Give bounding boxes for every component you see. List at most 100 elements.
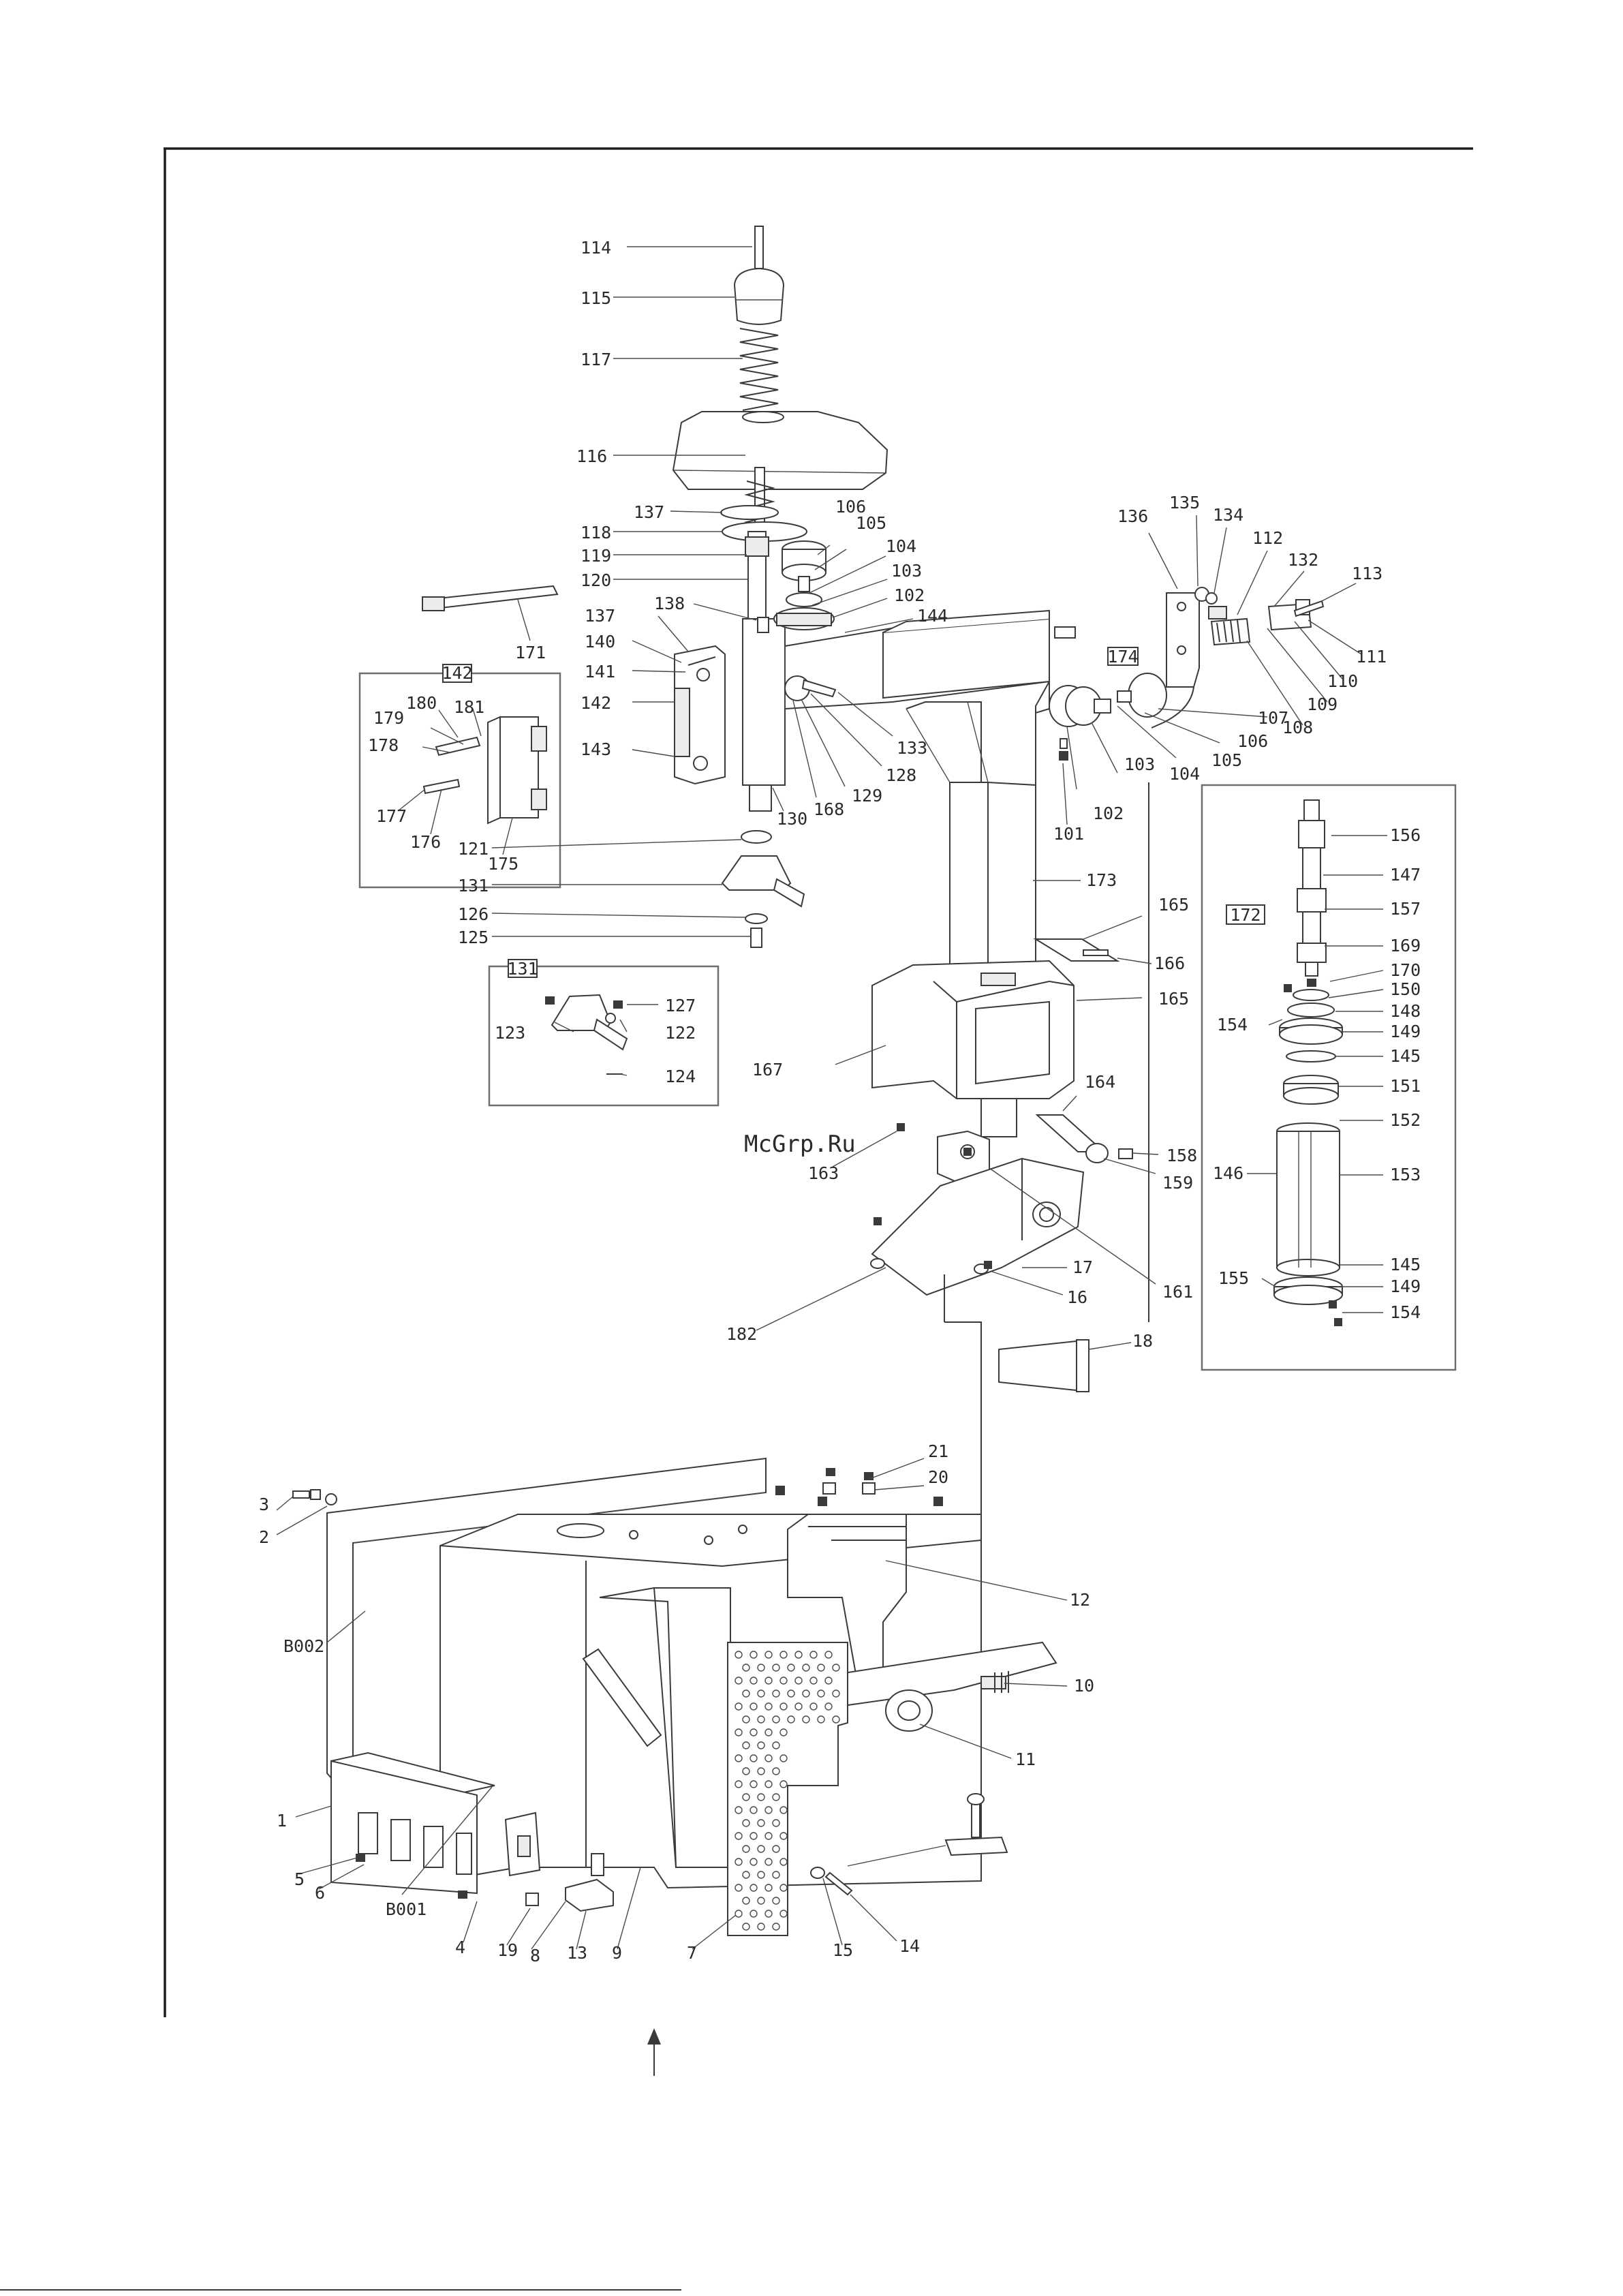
- part-label: 132: [1288, 550, 1318, 570]
- part-label: 9: [612, 1943, 622, 1963]
- subassembly-box-142: 142: [358, 663, 561, 889]
- up-arrow-icon: [647, 2028, 661, 2076]
- head-assembly: [422, 226, 1050, 948]
- part-label: 13: [567, 1943, 587, 1963]
- part-label: 19: [497, 1940, 518, 1960]
- part-label: 134: [1213, 505, 1243, 525]
- part-label: 110: [1327, 671, 1358, 691]
- mid-assembly: [870, 782, 1149, 1527]
- part-label: 108: [1282, 718, 1313, 737]
- part-label: 119: [581, 546, 611, 566]
- part-label: 182: [726, 1324, 757, 1344]
- part-label: 147: [1390, 865, 1421, 885]
- part-label: 131: [458, 876, 489, 896]
- subassembly-box-172: 172: [1201, 784, 1457, 1371]
- part-label: 4: [455, 1938, 465, 1957]
- part-label: 140: [585, 632, 615, 652]
- subassembly-tag-174: 174: [1107, 647, 1138, 667]
- part-label: 102: [1093, 803, 1124, 823]
- part-label: 151: [1390, 1076, 1421, 1096]
- part-label: 163: [808, 1163, 839, 1183]
- part-label: 154: [1217, 1015, 1248, 1035]
- part-label: 122: [665, 1023, 696, 1043]
- part-label: 149: [1390, 1276, 1421, 1296]
- part-label: 176: [410, 832, 441, 852]
- part-label: 6: [315, 1883, 325, 1903]
- part-label: 105: [856, 513, 886, 533]
- part-label: 11: [1015, 1749, 1036, 1769]
- part-label: 130: [777, 809, 807, 829]
- part-label: 2: [259, 1527, 269, 1547]
- part-label: 133: [897, 738, 927, 758]
- part-label: 12: [1070, 1590, 1090, 1610]
- subassembly-tag-131: 131: [507, 959, 538, 979]
- part-label: 113: [1352, 564, 1382, 583]
- subassembly-tag-172: 172: [1230, 905, 1261, 925]
- part-label: 181: [454, 697, 484, 717]
- part-label: 109: [1307, 694, 1338, 714]
- part-label: 146: [1213, 1163, 1243, 1183]
- part-label: 170: [1390, 960, 1421, 980]
- part-label: 125: [458, 928, 489, 947]
- part-label: 107: [1258, 708, 1288, 728]
- part-label: 149: [1390, 1022, 1421, 1041]
- part-label: 129: [852, 786, 882, 806]
- part-label: 135: [1169, 493, 1200, 512]
- part-label: 175: [488, 854, 519, 874]
- part-label: 141: [585, 662, 615, 682]
- part-label: 138: [654, 594, 685, 613]
- part-label: 10: [1074, 1676, 1094, 1696]
- part-label: 121: [458, 839, 489, 859]
- part-label: B001: [386, 1899, 427, 1919]
- part-label: 178: [368, 735, 399, 755]
- part-label: 159: [1162, 1173, 1193, 1193]
- spring-117: [739, 328, 779, 411]
- part-label: 123: [495, 1023, 525, 1043]
- part-label: 157: [1390, 899, 1421, 919]
- part-label: 20: [928, 1467, 948, 1487]
- watermark: McGrp.Ru: [744, 1131, 856, 1158]
- part-label: 153: [1390, 1165, 1421, 1184]
- part-label: 120: [581, 570, 611, 590]
- part-label: 143: [581, 739, 611, 759]
- part-label: 18: [1132, 1331, 1153, 1351]
- perforation-holes: [735, 1651, 840, 1931]
- part-label: 116: [576, 446, 607, 466]
- part-label: 156: [1390, 825, 1421, 845]
- part-label: 101: [1053, 824, 1084, 844]
- part-label: 103: [891, 561, 922, 581]
- part-label: 114: [581, 238, 611, 258]
- part-label: 173: [1086, 870, 1117, 890]
- part-label: 137: [634, 502, 664, 522]
- part-label: 180: [406, 693, 437, 713]
- part-label: 1: [277, 1811, 287, 1831]
- page-frame: [0, 147, 1473, 2291]
- part-label: 117: [581, 350, 611, 369]
- subassembly-box-131: 131: [488, 959, 720, 1107]
- part-label: 161: [1162, 1282, 1193, 1302]
- column-173: [906, 679, 1050, 983]
- part-label: 169: [1390, 936, 1421, 955]
- part-label: 15: [833, 1940, 853, 1960]
- right-head-assembly: 174: [1049, 587, 1325, 761]
- part-label: 142: [581, 693, 611, 713]
- part-label: B002: [283, 1636, 324, 1656]
- part-label: 17: [1072, 1257, 1093, 1277]
- part-label: 105: [1211, 750, 1242, 770]
- part-label: 106: [1237, 731, 1268, 751]
- part-label: 115: [581, 288, 611, 308]
- part-labels: 114 115 117 116 137 118 119 120 138 137 …: [259, 238, 1421, 1965]
- part-label: 112: [1252, 528, 1283, 548]
- part-label: 177: [376, 806, 407, 826]
- part-label: 179: [373, 708, 404, 728]
- part-label: 126: [458, 904, 489, 924]
- part-label: 124: [665, 1067, 696, 1086]
- part-label: 104: [886, 536, 916, 556]
- part-label: 152: [1390, 1110, 1421, 1130]
- part-label: 155: [1218, 1268, 1249, 1288]
- part-label: 106: [835, 497, 866, 517]
- leader-lines: [276, 246, 1387, 1950]
- part-label: 154: [1390, 1302, 1421, 1322]
- part-label: 171: [515, 643, 546, 662]
- part-label: 136: [1117, 506, 1148, 526]
